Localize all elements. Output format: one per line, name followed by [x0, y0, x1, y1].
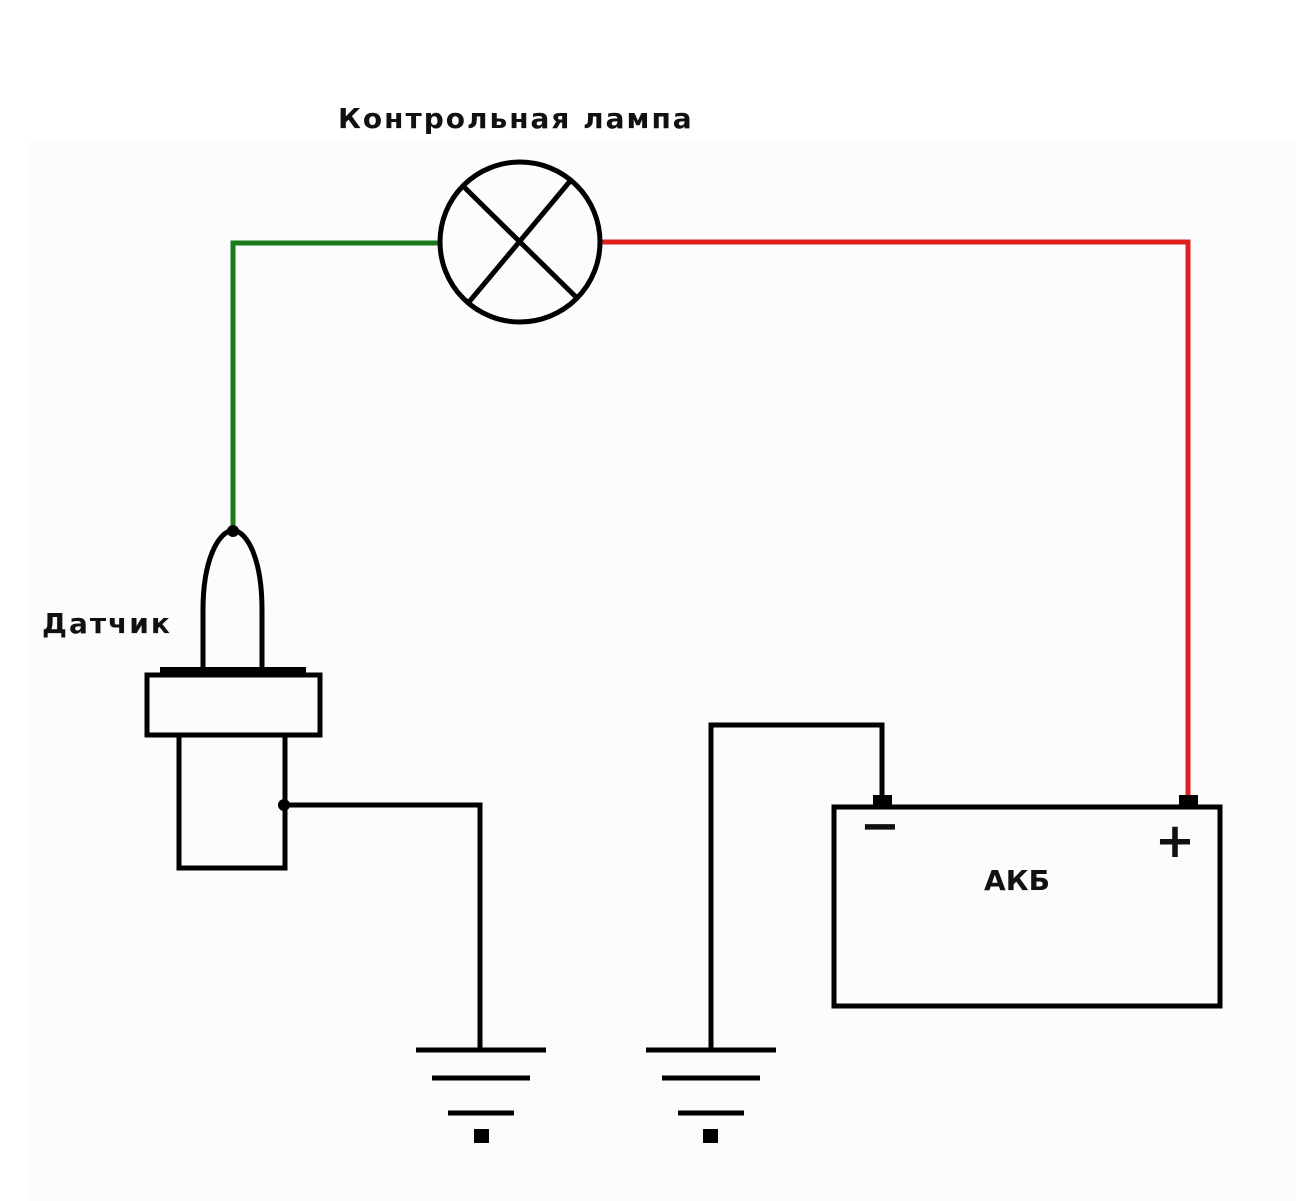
green-wire — [230, 240, 441, 530]
ground-dot — [703, 1129, 718, 1143]
ground-symbol-right — [646, 1047, 776, 1143]
sensor-ground-wire — [284, 802, 483, 1050]
battery-symbol: − + АКБ — [831, 795, 1223, 1009]
battery-plus-terminal — [1179, 795, 1198, 807]
sensor-cap — [160, 667, 306, 675]
battery-label: АКБ — [984, 864, 1050, 897]
battery-minus-sign: − — [860, 798, 900, 854]
battery-body — [831, 804, 1223, 1009]
lamp-label: Контрольная лампа — [338, 102, 694, 135]
lamp-cross-line-2 — [467, 178, 573, 304]
ground-symbol-left — [416, 1047, 546, 1143]
lamp-circle — [437, 159, 603, 325]
lamp-symbol — [437, 159, 603, 325]
sensor-symbol — [144, 525, 323, 871]
sensor-label: Датчик — [42, 607, 172, 640]
ground-dot — [474, 1129, 489, 1143]
red-wire — [601, 239, 1191, 797]
battery-ground-wire — [708, 722, 885, 1050]
sensor-tip-node — [227, 525, 239, 537]
battery-plus-sign: + — [1155, 813, 1195, 869]
battery-minus-terminal — [873, 795, 892, 807]
